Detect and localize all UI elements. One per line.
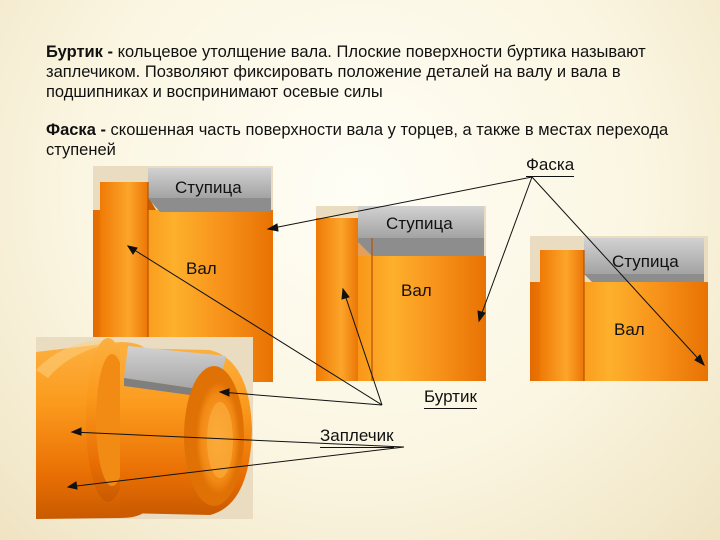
label-shaft-1: Вал <box>186 259 217 278</box>
shaft-3d-render <box>36 337 253 519</box>
leader-shoulder-1 <box>71 431 405 448</box>
label-collar: Буртик <box>424 387 477 409</box>
leader-chamfer-3 <box>531 176 705 366</box>
leader-collar-2 <box>342 288 383 406</box>
definition-collar-text: кольцевое утолщение вала. Плоские поверх… <box>46 43 646 101</box>
term-collar: Буртик - <box>46 43 114 61</box>
term-chamfer: Фаска - <box>46 121 106 139</box>
leader-collar-3 <box>219 391 383 406</box>
label-shoulder: Заплечик <box>320 426 394 448</box>
shaft-drawing-3 <box>530 236 708 381</box>
label-shaft-2: Вал <box>401 281 432 300</box>
definition-chamfer: Фаска - скошенная часть поверхности вала… <box>46 120 686 160</box>
leader-shoulder-2 <box>67 446 405 488</box>
definition-collar: Буртик - кольцевое утолщение вала. Плоск… <box>46 42 686 102</box>
label-hub-1: Ступица <box>175 178 242 197</box>
label-hub-3: Ступица <box>612 252 679 271</box>
leader-chamfer-1 <box>267 176 533 230</box>
label-chamfer: Фаска <box>526 155 575 177</box>
shaft-drawing-2 <box>316 206 486 381</box>
label-shaft-3: Вал <box>614 320 645 339</box>
leader-chamfer-2 <box>478 176 533 322</box>
leader-collar-1 <box>127 245 383 406</box>
leader-lines <box>66 176 705 490</box>
label-hub-2: Ступица <box>386 214 453 233</box>
definition-chamfer-text: скошенная часть поверхности вала у торце… <box>46 121 669 159</box>
